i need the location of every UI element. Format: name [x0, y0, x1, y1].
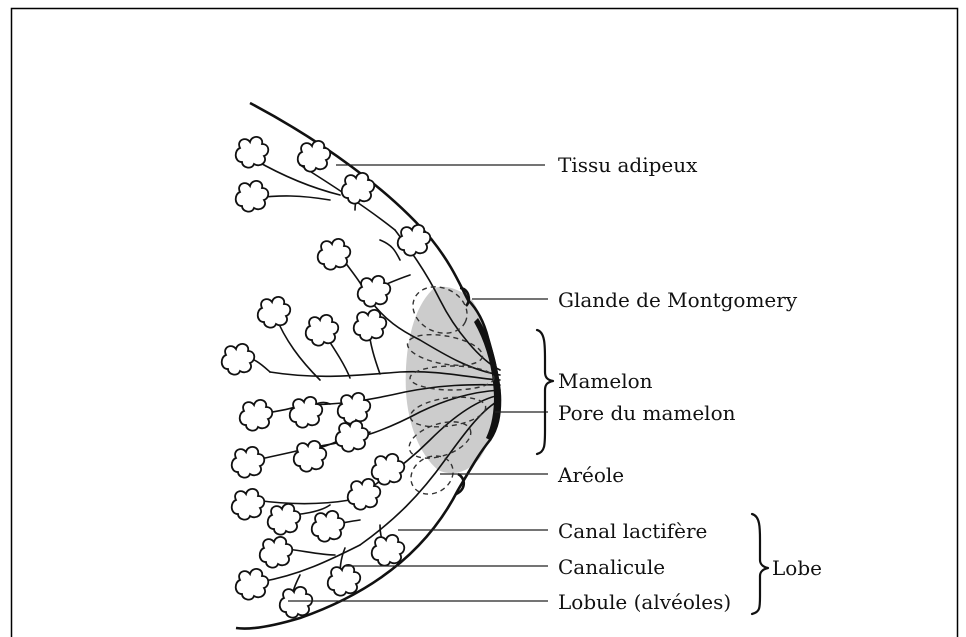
- label-canal-lactifere: Canal lactifère: [558, 519, 707, 543]
- image-border: [12, 9, 958, 637]
- label-mamelon: Mamelon: [558, 369, 653, 393]
- lobe-brace: [752, 514, 768, 614]
- label-areole: Aréole: [557, 463, 624, 487]
- label-lobule: Lobule (alvéoles): [558, 590, 731, 614]
- label-canalicule: Canalicule: [558, 555, 665, 579]
- label-lobe: Lobe: [772, 556, 822, 580]
- lobules: [222, 137, 431, 618]
- label-tissu-adipeux: Tissu adipeux: [558, 153, 698, 177]
- mamelon-brace: [537, 330, 553, 454]
- label-pore-mamelon: Pore du mamelon: [558, 401, 736, 425]
- label-glande-montgomery: Glande de Montgomery: [558, 288, 798, 312]
- areola-shading: [406, 287, 497, 473]
